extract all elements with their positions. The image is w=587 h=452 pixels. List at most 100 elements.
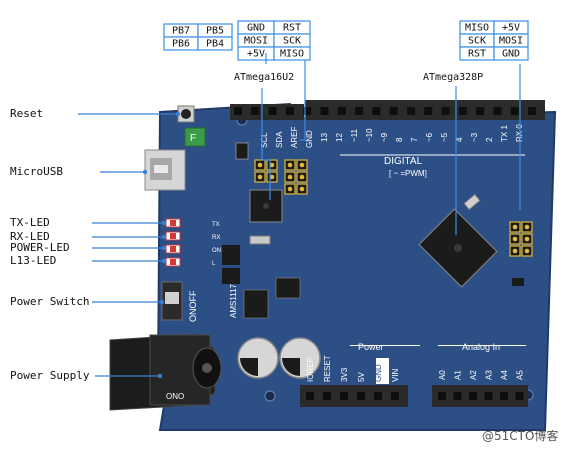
callout-dot xyxy=(157,373,163,379)
left-header-label: SCL xyxy=(260,132,269,148)
power-pin-label: IOREF xyxy=(306,357,315,382)
table-leader-lines xyxy=(261,53,521,235)
left-header-label: SDA xyxy=(275,131,284,148)
pwm-label: [ ~ =PWM] xyxy=(389,169,427,178)
analog-pin-label: A2 xyxy=(469,370,478,380)
led-mark: L xyxy=(212,261,216,267)
callout-reset: Reset xyxy=(10,107,43,120)
digital-pin-label: 7 xyxy=(410,137,419,142)
pin-cell: MOSI xyxy=(499,36,523,47)
analog-pin-label: A0 xyxy=(438,370,447,380)
crystal xyxy=(249,235,271,245)
bottom-pin-labels: IOREF RESET 3V3 5V GND VIN A0 A1 A2 A3 A4 A5 xyxy=(306,355,525,384)
pin-cell: +5V xyxy=(247,49,265,60)
atmega328p-chip xyxy=(418,208,498,288)
icsp-header-328p xyxy=(509,221,533,257)
analog-pin-label: A3 xyxy=(485,370,494,380)
pin-cell: MOSI xyxy=(244,36,268,47)
pin-cell: RST xyxy=(283,23,301,34)
digital-pin-label: ~6 xyxy=(425,132,434,142)
callout-dot xyxy=(161,245,167,251)
left-header-label: GND xyxy=(305,130,314,148)
pin-cell: GND xyxy=(502,49,520,60)
led-mark: ON xyxy=(212,248,221,254)
analog-pin-label: A1 xyxy=(454,370,463,380)
digital-pin-label: 4 xyxy=(455,137,464,142)
power-label: Power xyxy=(358,342,384,352)
pin-cell: PB6 xyxy=(172,39,190,50)
digital-pin-label: TX 1 xyxy=(500,125,509,142)
led-mark: RX xyxy=(212,235,220,241)
digital-pin-label: ~5 xyxy=(440,132,449,142)
pin-cell: MISO xyxy=(465,23,489,34)
digital-header xyxy=(230,100,545,120)
icsp-header-16u2 xyxy=(254,159,308,195)
callout-dot xyxy=(175,111,181,117)
small-ic xyxy=(275,277,301,299)
callout-dot xyxy=(161,220,167,226)
chip-label-328p: ATmega328P xyxy=(423,72,483,83)
pin-cell: PB5 xyxy=(206,26,224,37)
smd-component xyxy=(235,142,249,160)
analog-pin-label: A5 xyxy=(516,370,525,380)
pin-cell: RST xyxy=(468,49,486,60)
callout-power-led: POWER-LED xyxy=(10,241,70,254)
digital-pin-label: 13 xyxy=(320,133,329,142)
callout-dot xyxy=(161,258,167,264)
callout-dot xyxy=(142,169,148,175)
led-mark: TX xyxy=(212,222,220,228)
regulator xyxy=(243,289,269,319)
pin-cell: SCK xyxy=(283,36,301,47)
svg-text:F: F xyxy=(190,133,196,144)
power-switch[interactable] xyxy=(161,281,183,321)
left-header-label: AREF xyxy=(290,127,299,148)
power-pin-label: 5V xyxy=(357,372,366,382)
pin-cell: SCK xyxy=(468,36,486,47)
digital-pin-label: 8 xyxy=(395,137,404,142)
callout-l13-led: L13-LED xyxy=(10,254,56,267)
callout-rx-led: RX-LED xyxy=(10,230,50,243)
atmega16u2-chip xyxy=(249,189,283,223)
callout-tx-led: TX-LED xyxy=(10,216,50,229)
callout-dot xyxy=(159,299,165,305)
pin-cell: PB7 xyxy=(172,26,190,37)
onoff-label: ONOFF xyxy=(188,290,198,322)
callout-power-switch: Power Switch xyxy=(10,295,89,308)
callout-dot xyxy=(161,234,167,240)
analog-header xyxy=(432,385,528,407)
digital-pin-label: 2 xyxy=(485,137,494,142)
callout-power-supply: Power Supply xyxy=(10,369,90,382)
chip-label-16u2: ATmega16U2 xyxy=(234,72,294,83)
power-barrel-jack[interactable] xyxy=(109,333,222,411)
pin-table-328p-isp: MISO +5V SCK MOSI RST GND xyxy=(459,20,529,61)
digital-pin-label: 12 xyxy=(335,133,344,142)
micro-usb-connector[interactable] xyxy=(144,149,186,191)
regulator-label: AMS1117 xyxy=(229,284,238,318)
power-header xyxy=(300,385,408,407)
capacitors xyxy=(237,337,321,379)
status-leds: TX RX ON L xyxy=(165,218,221,267)
power-pin-label: RESET xyxy=(323,355,332,382)
power-pin-label: VIN xyxy=(391,368,400,382)
green-component xyxy=(184,127,206,147)
pin-cell: +5V xyxy=(502,23,520,34)
transistor xyxy=(222,245,240,265)
digital-pin-label: ~3 xyxy=(470,132,479,142)
digital-pin-label: ~11 xyxy=(350,128,359,142)
pin-cell: GND xyxy=(247,23,265,34)
callout-microusb: MicroUSB xyxy=(10,165,63,178)
digital-pin-label: ~9 xyxy=(380,132,389,142)
power-pin-label: 3V3 xyxy=(340,367,349,382)
analog-pin-label: A4 xyxy=(500,370,509,380)
power-pin-label: GND xyxy=(374,364,383,382)
reset-button[interactable] xyxy=(177,105,195,123)
digital-pin-label: ~10 xyxy=(365,128,374,142)
pin-cell: PB4 xyxy=(206,39,224,50)
watermark: @51CTO博客 xyxy=(482,428,558,443)
left-header-labels: SCL SDA AREF GND xyxy=(260,127,314,148)
digital-label: DIGITAL xyxy=(384,156,423,167)
